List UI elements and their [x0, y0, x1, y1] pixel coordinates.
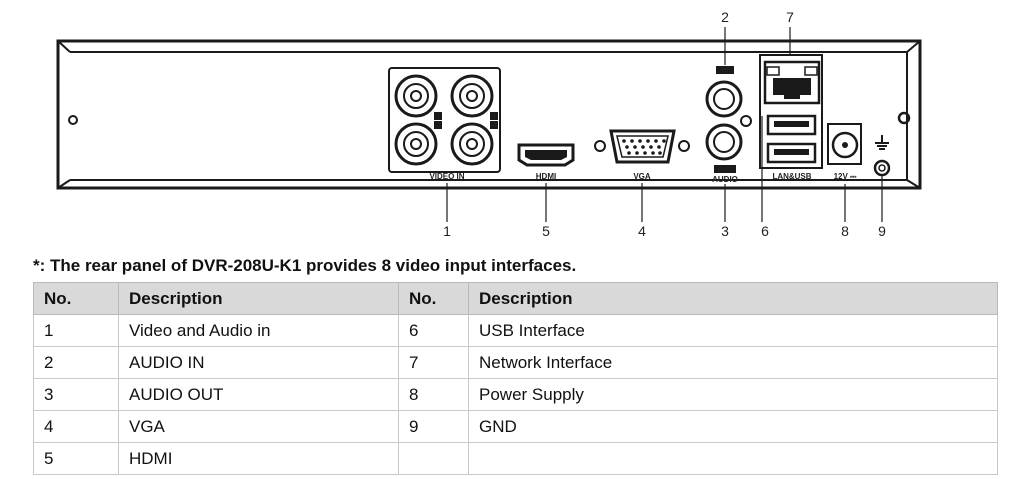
table-cell: Video and Audio in: [118, 314, 399, 347]
table-cell: 4: [33, 410, 119, 443]
bnc-connector-4: [450, 122, 494, 166]
rear-panel-diagram: 1 2 3 4 VIDEO IN HDMI VGA IN: [56, 9, 922, 239]
audio-in-label: IN: [722, 68, 729, 75]
table-cell: AUDIO IN: [118, 346, 399, 379]
header-description: Description: [468, 282, 998, 315]
dvr-chassis: [56, 39, 922, 190]
hdmi-port: HDMI: [517, 143, 575, 181]
left-mounting-hole: [68, 115, 78, 125]
vga-port: VGA: [594, 129, 690, 181]
callout-7: 7: [786, 9, 794, 25]
table-row: 3 AUDIO OUT 8 Power Supply: [33, 378, 998, 411]
interface-table: No. Description No. Description 1 Video …: [33, 282, 998, 475]
table-cell: USB Interface: [468, 314, 998, 347]
callout-9: 9: [878, 223, 886, 239]
table-cell: Power Supply: [468, 378, 998, 411]
table-cell: GND: [468, 410, 998, 443]
channel-label-2: 2: [436, 122, 440, 129]
table-row: 1 Video and Audio in 6 USB Interface: [33, 314, 998, 347]
callout-3: 3: [721, 223, 729, 239]
usb-port-bottom: [766, 142, 817, 164]
rear-panel-note: *: The rear panel of DVR-208U-K1 provide…: [33, 256, 577, 275]
vga-label: VGA: [633, 172, 651, 181]
audio-out-jack: [705, 123, 743, 161]
ground-terminal: [873, 135, 891, 177]
table-cell: 7: [398, 346, 469, 379]
header-no: No.: [33, 282, 119, 315]
table-cell: 9: [398, 410, 469, 443]
callout-2: 2: [721, 9, 729, 25]
table-cell: 8: [398, 378, 469, 411]
usb-port-top: [766, 114, 817, 136]
video-in-ports: 1 2 3 4 VIDEO IN: [388, 67, 501, 181]
table-cell: 1: [33, 314, 119, 347]
bnc-connector-2: [394, 122, 438, 166]
table-header-row: No. Description No. Description: [33, 282, 998, 315]
audio-in-jack: [705, 80, 743, 118]
audio-ports: IN OUT AUDIO: [705, 66, 752, 184]
callout-5: 5: [542, 223, 550, 239]
table-row: 2 AUDIO IN 7 Network Interface: [33, 346, 998, 379]
header-no: No.: [398, 282, 469, 315]
table-cell: 5: [33, 442, 119, 475]
callout-leader-lines: [446, 27, 883, 222]
table-cell: AUDIO OUT: [118, 378, 399, 411]
table-cell: 2: [33, 346, 119, 379]
power-label: 12V ⎓: [834, 172, 857, 181]
lan-usb-label: LAN&USB: [772, 172, 811, 181]
audio-out-label: OUT: [718, 167, 734, 174]
table-cell: [468, 442, 998, 475]
header-description: Description: [118, 282, 399, 315]
table-row: 5 HDMI: [33, 442, 998, 475]
audio-label: AUDIO: [712, 175, 738, 184]
table-row: 4 VGA 9 GND: [33, 410, 998, 443]
bnc-connector-1: [394, 74, 438, 118]
table-cell: [398, 442, 469, 475]
table-cell: Network Interface: [468, 346, 998, 379]
callout-1: 1: [443, 223, 451, 239]
power-port: 12V ⎓: [827, 123, 862, 181]
hdmi-label: HDMI: [536, 172, 556, 181]
channel-label-4: 4: [492, 122, 496, 129]
video-in-label: VIDEO IN: [429, 172, 464, 181]
channel-label-1: 1: [436, 113, 440, 120]
table-cell: HDMI: [118, 442, 399, 475]
table-cell: 3: [33, 378, 119, 411]
table-cell: 6: [398, 314, 469, 347]
table-cell: VGA: [118, 410, 399, 443]
lan-port: [763, 60, 821, 105]
lan-usb-ports: LAN&USB: [759, 54, 823, 181]
right-mounting-hole: [897, 111, 911, 125]
callout-8: 8: [841, 223, 849, 239]
bnc-connector-3: [450, 74, 494, 118]
callout-6: 6: [761, 223, 769, 239]
callout-4: 4: [638, 223, 646, 239]
ground-icon: [875, 135, 889, 150]
channel-label-3: 3: [492, 113, 496, 120]
